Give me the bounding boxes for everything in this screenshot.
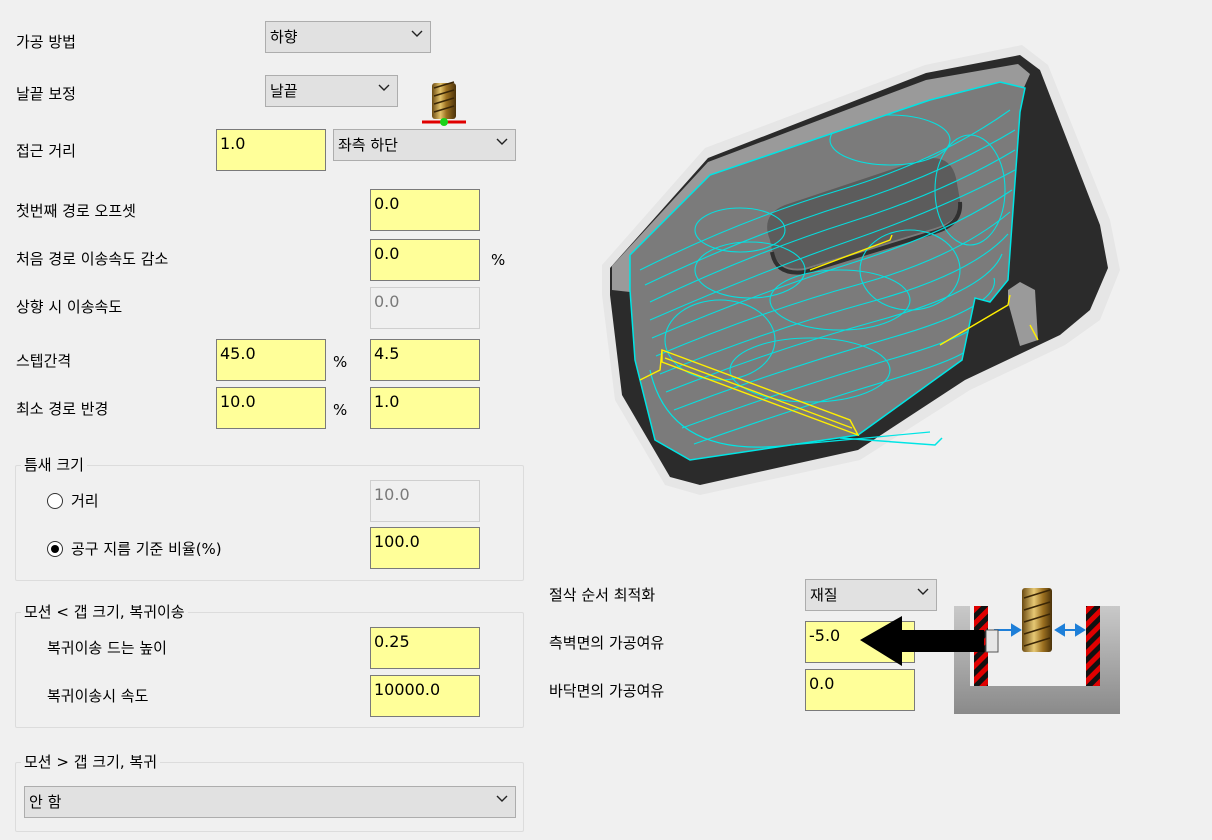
min-path-radius-value-input[interactable]: 1.0 <box>370 387 480 429</box>
chevron-down-icon <box>917 588 929 595</box>
tool-diameter-ratio-input[interactable]: 100.0 <box>370 527 480 569</box>
first-path-feed-reduction-label: 처음 경로 이송속도 감소 <box>16 250 169 268</box>
gap-size-group <box>15 465 524 581</box>
tip-compensation-value: 날끝 <box>270 82 298 100</box>
percent-unit: % <box>491 251 506 269</box>
chevron-down-icon <box>496 795 508 802</box>
stepover-label: 스텝간격 <box>16 352 72 370</box>
min-path-radius-percent-input[interactable]: 10.0 <box>216 387 326 429</box>
motion-greater-than-gap-group <box>15 762 524 832</box>
distance-radio[interactable] <box>47 493 63 509</box>
wall-stock-label: 측벽면의 가공여유 <box>549 634 665 652</box>
percent-unit: % <box>333 401 348 419</box>
tip-compensation-dropdown[interactable]: 날끝 <box>265 75 398 107</box>
percent-unit: % <box>333 353 348 371</box>
toolpath-preview <box>602 45 1120 495</box>
retract-feed-label: 복귀이송시 속도 <box>47 687 149 705</box>
chevron-down-icon <box>378 84 390 91</box>
retract-feed-input[interactable]: 10000.0 <box>370 675 480 717</box>
gap-distance-input: 10.0 <box>370 480 480 522</box>
approach-distance-label: 접근 거리 <box>16 142 76 160</box>
motion-greater-than-gap-dropdown[interactable]: 안 함 <box>24 786 516 818</box>
stepover-value-input[interactable]: 4.5 <box>370 339 480 381</box>
distance-radio-label: 거리 <box>71 492 99 510</box>
wall-stock-diagram <box>860 588 1120 714</box>
chevron-down-icon <box>496 138 508 145</box>
gap-size-title: 틈새 크기 <box>21 456 87 474</box>
upward-feed-label: 상향 시 이송속도 <box>16 298 123 316</box>
chevron-down-icon <box>411 30 423 37</box>
tool-diameter-ratio-label: 공구 지름 기준 비율(%) <box>71 540 222 558</box>
approach-position-dropdown[interactable]: 좌측 하단 <box>333 129 516 161</box>
first-path-offset-input[interactable]: 0.0 <box>370 189 480 231</box>
optimize-order-value: 재질 <box>810 586 838 604</box>
end-mill-tip-icon <box>422 81 466 126</box>
optimize-order-dropdown[interactable]: 재질 <box>805 579 937 611</box>
approach-distance-input[interactable]: 1.0 <box>216 129 326 171</box>
machining-method-label: 가공 방법 <box>16 33 76 51</box>
machining-method-value: 하향 <box>270 28 298 46</box>
retract-height-label: 복귀이송 드는 높이 <box>47 639 167 657</box>
machining-method-dropdown[interactable]: 하향 <box>265 21 431 53</box>
motion-less-than-gap-title: 모션 < 갭 크기, 복귀이송 <box>21 603 188 621</box>
motion-less-than-gap-group <box>15 612 524 728</box>
tool-diameter-ratio-radio[interactable] <box>47 541 63 557</box>
min-path-radius-label: 최소 경로 반경 <box>16 400 109 418</box>
first-path-feed-reduction-input[interactable]: 0.0 <box>370 239 480 281</box>
first-path-offset-label: 첫번째 경로 오프셋 <box>16 202 136 220</box>
optimize-order-label: 절삭 순서 최적화 <box>549 586 656 604</box>
floor-stock-label: 바닥면의 가공여유 <box>549 682 665 700</box>
retract-height-input[interactable]: 0.25 <box>370 627 480 669</box>
stepover-percent-input[interactable]: 45.0 <box>216 339 326 381</box>
approach-position-value: 좌측 하단 <box>338 136 398 154</box>
floor-stock-input[interactable]: 0.0 <box>805 669 915 711</box>
upward-feed-input: 0.0 <box>370 287 480 329</box>
tip-compensation-label: 날끝 보정 <box>16 85 76 103</box>
motion-greater-than-gap-value: 안 함 <box>29 793 62 811</box>
motion-greater-than-gap-title: 모션 > 갭 크기, 복귀 <box>21 753 161 771</box>
